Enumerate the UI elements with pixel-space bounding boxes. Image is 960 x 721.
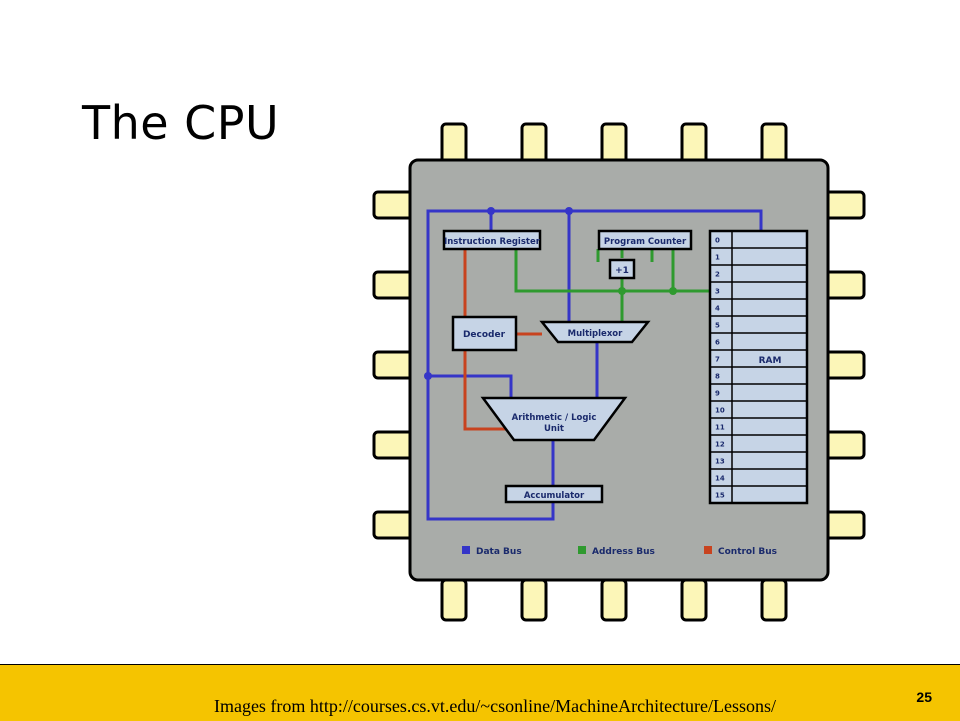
decoder-box: [451, 315, 518, 352]
ram-address-label: 6: [715, 339, 720, 347]
ram-address-label: 12: [715, 441, 725, 449]
multiplexor-shape: [539, 320, 651, 344]
address-bus-joints: [618, 287, 677, 295]
ram-label: RAM: [759, 356, 782, 366]
alu-label-line1: Arithmetic / Logic: [512, 413, 597, 423]
ram-address-label: 9: [715, 390, 720, 398]
increment-box: [608, 258, 636, 280]
legend-label-control-bus: Control Bus: [718, 547, 777, 557]
slide-title: The CPU: [82, 96, 280, 150]
legend-swatch-control-bus: [704, 546, 712, 554]
accumulator-label: Accumulator: [524, 491, 585, 501]
control-bus-lines: [463, 249, 542, 431]
ram-address-label: 15: [715, 492, 725, 500]
instruction-register-label: Instruction Register: [444, 237, 541, 247]
data-bus-joints: [424, 207, 573, 380]
ram-address-label: 3: [715, 288, 720, 296]
ram-address-label: 5: [715, 322, 720, 330]
ram-address-label: 10: [715, 407, 725, 415]
legend: Data Bus Address Bus Control Bus: [462, 546, 777, 557]
ram-address-label: 8: [715, 373, 720, 381]
program-counter-box: [597, 229, 693, 251]
legend-swatch-address-bus: [578, 546, 586, 554]
program-counter-label: Program Counter: [604, 237, 687, 247]
ram-address-label: 7: [715, 356, 720, 364]
decoder-label: Decoder: [463, 330, 506, 340]
ram-address-label: 1: [715, 254, 720, 262]
slide-number: 25: [916, 689, 932, 705]
legend-swatch-data-bus: [462, 546, 470, 554]
alu-shape: [480, 396, 628, 442]
ram-address-label: 14: [715, 475, 725, 483]
chip-pins: [372, 122, 866, 622]
ram-address-label: 2: [715, 271, 720, 279]
ram-address-label: 13: [715, 458, 725, 466]
ram-address-label: 11: [715, 424, 725, 432]
legend-label-address-bus: Address Bus: [592, 547, 655, 557]
alu-label-line2: Unit: [544, 424, 564, 434]
accumulator-box: [504, 484, 604, 504]
footer-credit: Images from http://courses.cs.vt.edu/~cs…: [213, 696, 777, 716]
slide-footer: Images from http://courses.cs.vt.edu/~cs…: [0, 664, 960, 721]
instruction-register-box: [442, 229, 542, 251]
ram-address-label: 4: [715, 305, 720, 313]
ram-address-label: 0: [715, 237, 720, 245]
legend-label-data-bus: Data Bus: [476, 547, 522, 557]
increment-label: +1: [615, 266, 629, 276]
multiplexor-label: Multiplexor: [568, 329, 623, 339]
cpu-diagram: Instruction Register Program Counter +1 …: [372, 122, 866, 622]
address-bus-lines: [514, 249, 710, 322]
